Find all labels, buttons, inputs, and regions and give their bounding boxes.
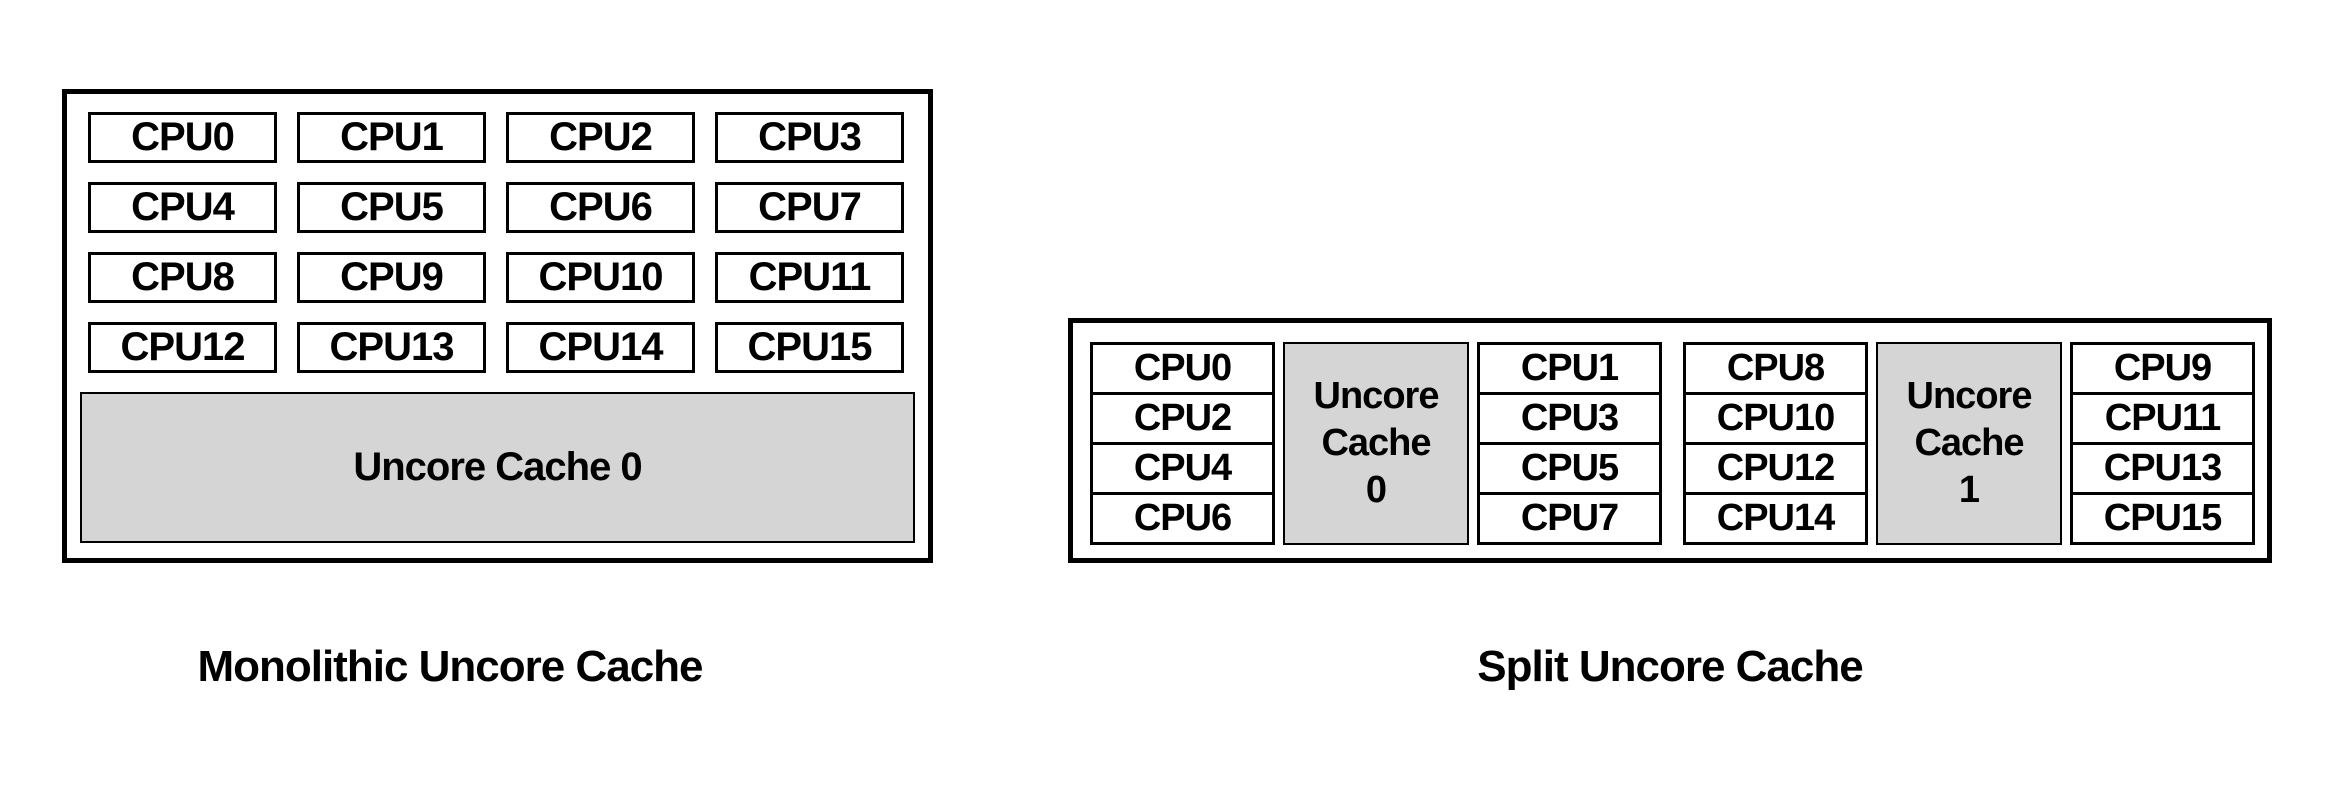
cpu-cell: CPU5 xyxy=(1477,442,1662,495)
split-group-0: CPU0 CPU2 CPU4 CPU6 Uncore Cache 0 CPU1 … xyxy=(1090,342,1662,545)
monolithic-caption: Monolithic Uncore Cache xyxy=(197,642,703,691)
cache-line: 0 xyxy=(1365,469,1387,511)
cpu-cell: CPU6 xyxy=(506,182,695,233)
cpu-cell: CPU6 xyxy=(1090,492,1275,545)
monolithic-cpu-grid: CPU0 CPU1 CPU2 CPU3 CPU4 CPU5 CPU6 CPU7 … xyxy=(88,112,904,373)
cpu-column-odd-1: CPU9 CPU11 CPU13 CPU15 xyxy=(2070,342,2255,545)
cpu-cell: CPU13 xyxy=(297,322,486,373)
split-groups: CPU0 CPU2 CPU4 CPU6 Uncore Cache 0 CPU1 … xyxy=(1090,342,2255,545)
cpu-cell: CPU4 xyxy=(1090,442,1275,495)
cpu-cell: CPU2 xyxy=(1090,392,1275,445)
cpu-column-even-1: CPU8 CPU10 CPU12 CPU14 xyxy=(1683,342,1868,545)
cpu-cell: CPU3 xyxy=(1477,392,1662,445)
cpu-cell: CPU3 xyxy=(715,112,904,163)
split-caption: Split Uncore Cache xyxy=(1477,642,1863,691)
cpu-cell: CPU2 xyxy=(506,112,695,163)
cpu-cell: CPU9 xyxy=(2070,342,2255,395)
cpu-cell: CPU12 xyxy=(1683,442,1868,495)
cache-line: Uncore xyxy=(1906,375,2033,417)
cpu-cell: CPU15 xyxy=(715,322,904,373)
cpu-cell: CPU5 xyxy=(297,182,486,233)
cpu-cell: CPU8 xyxy=(1683,342,1868,395)
cpu-cell: CPU1 xyxy=(297,112,486,163)
cpu-cell: CPU8 xyxy=(88,252,277,303)
monolithic-diagram-box: CPU0 CPU1 CPU2 CPU3 CPU4 CPU5 CPU6 CPU7 … xyxy=(62,89,933,563)
split-diagram-box: CPU0 CPU2 CPU4 CPU6 Uncore Cache 0 CPU1 … xyxy=(1068,318,2272,563)
cache-line: Cache xyxy=(1321,422,1431,464)
cpu-cell: CPU14 xyxy=(506,322,695,373)
cpu-cell: CPU7 xyxy=(715,182,904,233)
uncore-cache-1-cell: Uncore Cache 1 xyxy=(1876,342,2062,545)
cpu-cell: CPU1 xyxy=(1477,342,1662,395)
cpu-cell: CPU11 xyxy=(715,252,904,303)
cpu-cell: CPU7 xyxy=(1477,492,1662,545)
cpu-cell: CPU10 xyxy=(506,252,695,303)
cpu-cell: CPU14 xyxy=(1683,492,1868,545)
cpu-cell: CPU0 xyxy=(88,112,277,163)
uncore-cache-0-cell: Uncore Cache 0 xyxy=(1283,342,1469,545)
cpu-cell: CPU0 xyxy=(1090,342,1275,395)
cpu-cell: CPU15 xyxy=(2070,492,2255,545)
cpu-cell: CPU13 xyxy=(2070,442,2255,495)
uncore-cache-0-box: Uncore Cache 0 xyxy=(80,392,915,543)
cpu-cell: CPU4 xyxy=(88,182,277,233)
cpu-cell: CPU11 xyxy=(2070,392,2255,445)
cpu-cell: CPU10 xyxy=(1683,392,1868,445)
cache-line: 1 xyxy=(1958,469,1980,511)
cpu-column-even-0: CPU0 CPU2 CPU4 CPU6 xyxy=(1090,342,1275,545)
cpu-column-odd-0: CPU1 CPU3 CPU5 CPU7 xyxy=(1477,342,1662,545)
cache-line: Uncore xyxy=(1313,375,1440,417)
cpu-cell: CPU9 xyxy=(297,252,486,303)
cpu-cell: CPU12 xyxy=(88,322,277,373)
split-group-1: CPU8 CPU10 CPU12 CPU14 Uncore Cache 1 CP… xyxy=(1683,342,2255,545)
cache-line: Cache xyxy=(1914,422,2024,464)
